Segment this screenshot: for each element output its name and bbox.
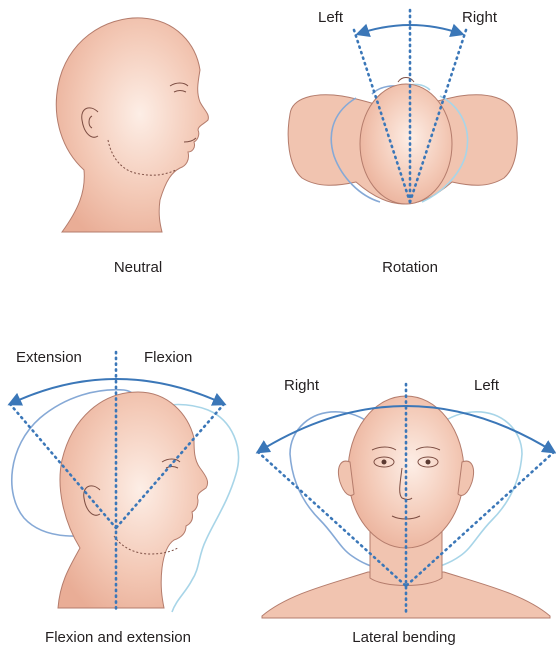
lateral-caption: Lateral bending bbox=[352, 629, 455, 646]
flexion-caption: Flexion and extension bbox=[45, 629, 191, 646]
lateral-left-label: Right bbox=[284, 377, 320, 394]
lateral-right-label: Left bbox=[474, 377, 500, 394]
flexion-left-label: Extension bbox=[16, 349, 82, 366]
rotation-nose bbox=[398, 78, 414, 83]
lateral-bending-panel: Right Left Lateral bending bbox=[258, 377, 554, 646]
neutral-panel: Neutral bbox=[56, 18, 208, 276]
flexion-extension-panel: Extension Flexion Flexion and extension bbox=[10, 349, 238, 646]
flexion-right-label: Flexion bbox=[144, 349, 192, 366]
neutral-caption: Neutral bbox=[114, 259, 162, 276]
neutral-head-profile bbox=[56, 18, 208, 232]
flexion-head-profile bbox=[58, 392, 208, 608]
rotation-caption: Rotation bbox=[382, 259, 438, 276]
rotation-panel: Left Right Rotation bbox=[288, 9, 517, 276]
rotation-left-label: Left bbox=[318, 9, 344, 26]
rotation-right-label: Right bbox=[462, 9, 498, 26]
rotation-head-top bbox=[360, 84, 452, 204]
